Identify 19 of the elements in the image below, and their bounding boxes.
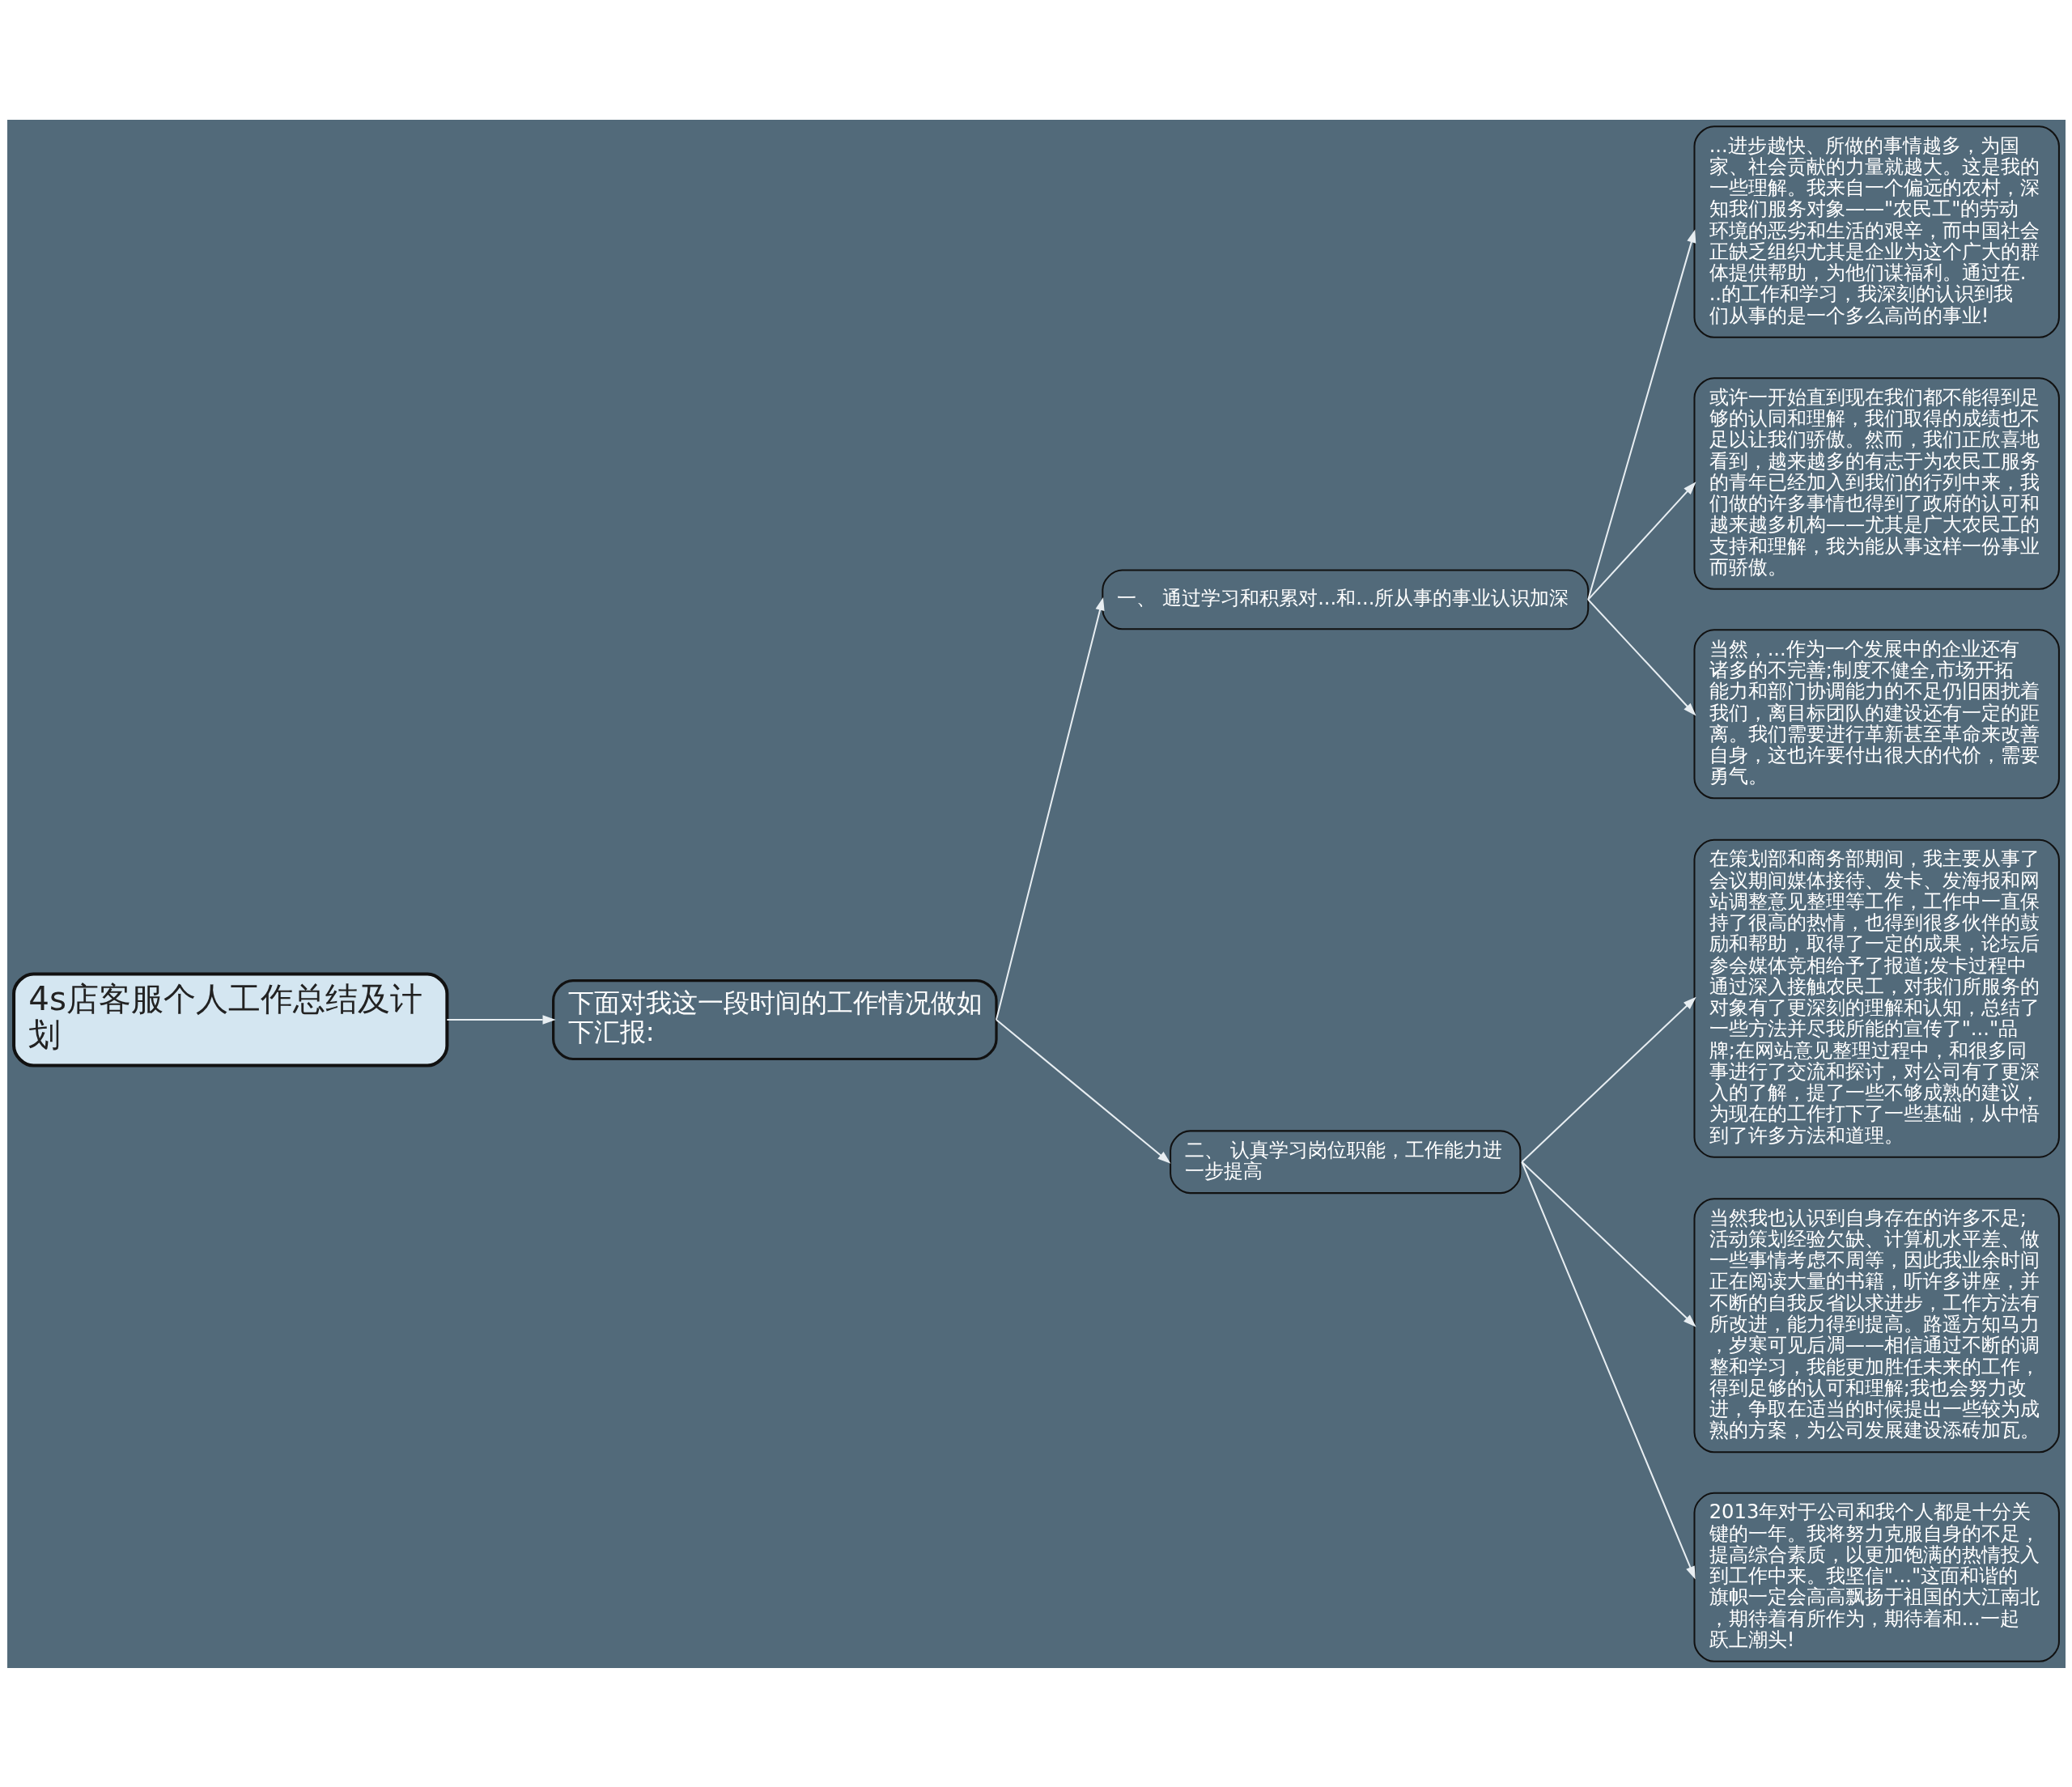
arrow [995, 596, 1105, 1020]
node-box: 二、 认真学习岗位职能，工作能力进一步提高 [1169, 1129, 1521, 1194]
node-box: 一、 通过学习和积累对...和...所从事的事业认识加深 [1101, 569, 1589, 630]
arrow [1520, 1161, 1696, 1580]
arrow [1521, 1161, 1696, 1327]
node-box: 下面对我这一段时间的工作情况做如下汇报: [551, 978, 998, 1060]
node-box: 2013年对于公司和我个人都是十分关键的一年。我将努力克服自身的不足，提高综合素质，以更加饱满的热情投入到工作中来。我坚信"..."这面和谐的旗帜一定会高高飘扬于祖国的大江南北，期待着有所作为，期待着和...一起跃上潮头! [1692, 1492, 2060, 1662]
arrow [446, 1014, 556, 1025]
node-box: ...进步越快、所做的事情越多，为国家、社会贡献的力量就越大。这是我的一些理解。我来自一个偏远的农村，深知我们服务对象——"农民工"的劳动环境的恶劣和生活的艰辛，而中国社会正缺乏组织尤其是企业为这个广大的群体提供帮助，为他们谋福利。通过在...的工作和学习，我深刻的认识到我们从事的是一个多么高尚的事业! [1692, 125, 2060, 338]
node-box: 4s店客服个人工作总结及计划 [11, 971, 448, 1068]
node-box: 当然，...作为一个发展中的企业还有诸多的不完善;制度不健全,市场开拓能力和部门协调能力的不足仍旧困扰着我们，离目标团队的建设还有一定的距离。我们需要进行革新甚至革命来改善自身，这也许要付出很大的代价，需要勇气。 [1692, 628, 2060, 799]
arrow [1521, 996, 1696, 1162]
arrow [1586, 598, 1696, 716]
arrow [995, 1018, 1170, 1164]
node-box: 或许一开始直到现在我们都不能得到足够的认同和理解，我们取得的成绩也不足以让我们骄傲。然而，我们正欣喜地看到，越来越多的有志于为农民工服务的青年已经加入到我们的行列中来，我们做的许多事情也得到了政府的认可和越来越多机构——尤其是广大农民工的支持和理解，我为能从事这样一份事业而骄傲。 [1692, 376, 2060, 590]
node-box: 在策划部和商务部期间，我主要从事了会议期间媒体接待、发卡、发海报和网站调整意见整理等工作，工作中一直保持了很高的热情，也得到很多伙伴的鼓励和帮助，取得了一定的成果，论坛后参会媒体竞相给予了报道;发卡过程中通过深入接触农民工，对我们所服务的对象有了更深刻的理解和认知，总结了一些方法并尽我所能的宣传了"..."品牌;在网站意见整理过程中，和很多同事进行了交流和探讨，对公司有了更深入的了解，提了一些不够成熟的建议，为现在的工作打下了一些基础，从中悟到了许多方法和道理。 [1692, 838, 2060, 1158]
node-box: 当然我也认识到自身存在的许多不足;活动策划经验欠缺、计算机水平差、做一些事情考虑不周等，因此我业余时间正在阅读大量的书籍，听许多讲座，并不断的自我反省以求进步，工作方法有所改进，能力得到提高。路遥方知马力，岁寒可见后凋——相信通过不断的调整和学习，我能更加胜任未来的工作，得到足够的认可和理解;我也会努力改进，争取在适当的时候提出一些较为成熟的方案，为公司发展建设添砖加瓦。 [1692, 1197, 2060, 1453]
arrow [1586, 229, 1696, 600]
arrow [1586, 481, 1696, 601]
